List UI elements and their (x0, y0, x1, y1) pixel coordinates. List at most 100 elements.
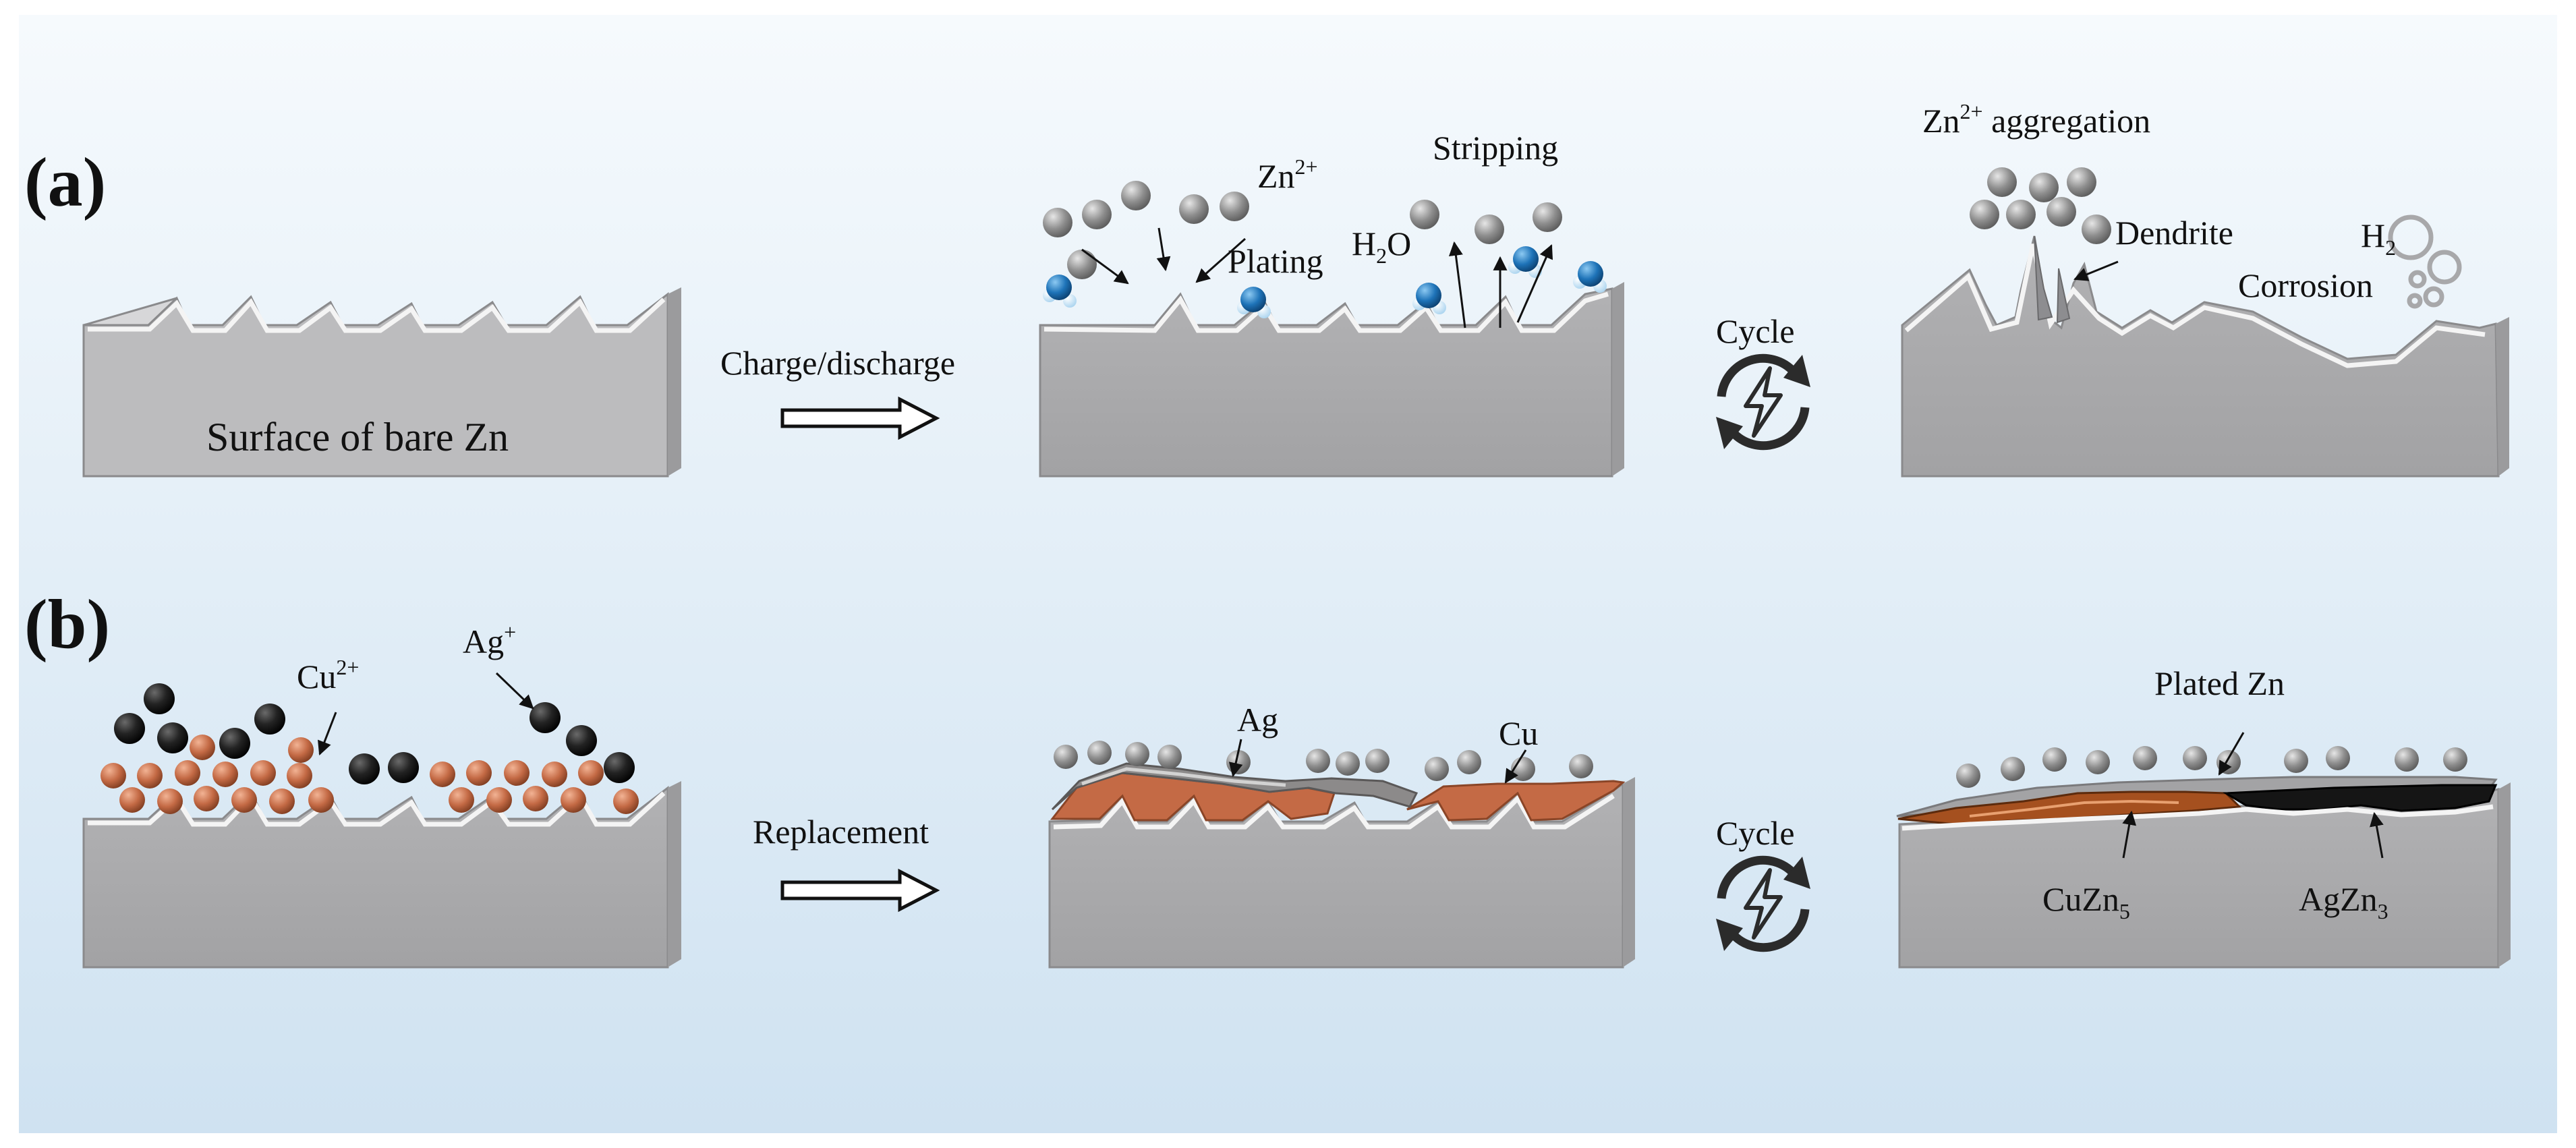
plated-zn-arrow (2218, 732, 2245, 776)
cu-ion (190, 735, 215, 760)
zn-ion (2047, 197, 2076, 227)
panel-b-label: (b) (24, 585, 110, 663)
cu-ion (231, 787, 257, 813)
zn-ion (1043, 208, 1072, 237)
cu-ion (101, 763, 126, 788)
agzn-label: AgZn3 (2299, 880, 2388, 923)
replacement-layer-block (1048, 762, 1635, 969)
panel-a-label: (a) (24, 144, 106, 221)
cu-ion (157, 788, 183, 814)
zn-ions-stage-b2 (1054, 741, 1593, 781)
agzn-layer (2222, 784, 2498, 812)
water-molecules (1043, 246, 1607, 318)
zn-ion (1410, 200, 1439, 229)
zn-ion-label: Zn2+ (1257, 154, 1318, 195)
zn-ion (2086, 750, 2110, 774)
cu-ion (212, 762, 238, 787)
charge-discharge-label: Charge/discharge (720, 344, 955, 382)
zn-ion (2183, 746, 2207, 770)
zn-ion (2029, 173, 2059, 202)
water-molecule (1573, 261, 1607, 293)
cu-ion-arrow (318, 712, 337, 755)
cu-ion (430, 762, 455, 787)
ag-ion (114, 713, 145, 744)
cu-ion-label: Cu2+ (297, 655, 359, 695)
ag-ion (604, 752, 635, 783)
plating-stripping-block (1039, 282, 1624, 478)
dendrite-spike (2034, 235, 2053, 321)
dendrite-corrosion-block (1901, 235, 2509, 478)
cu-ion (194, 786, 219, 811)
replacement-label: Replacement (753, 813, 929, 851)
bare-zn-caption: Surface of bare Zn (206, 415, 509, 459)
zn-ion (2001, 757, 2025, 781)
cu-ion (542, 762, 567, 787)
zn-ion (2042, 747, 2067, 772)
ag-layer-label: Ag (1237, 701, 1278, 739)
zn-ions-stage-a2 (1043, 181, 1562, 279)
water-label: H2O (1352, 225, 1411, 268)
dendrite-arrow (2073, 260, 2119, 281)
h2-bubble-icon (2388, 214, 2462, 309)
cu-ion (137, 763, 163, 788)
alloy-layer-block (1896, 776, 2511, 969)
water-molecule (1043, 275, 1077, 308)
plating-label: Plating (1228, 242, 1323, 280)
zn-ion (2133, 746, 2157, 770)
zn-ion (2395, 747, 2419, 772)
ag-ion-arrow (495, 672, 534, 710)
zn-ion (1220, 192, 1249, 221)
water-molecule (1412, 283, 1446, 314)
zn-ion (1457, 750, 1481, 774)
cuzn-label: CuZn5 (2042, 880, 2130, 923)
lightning-icon (1744, 366, 1783, 438)
ag-ion (254, 704, 285, 735)
zn-ion (1306, 749, 1330, 773)
zn-ion (1569, 754, 1593, 778)
cu-ion (119, 787, 145, 813)
cu-ion (523, 786, 548, 811)
ag-ion (388, 752, 419, 783)
cu-ion (308, 787, 334, 813)
bare-zn-block (82, 287, 681, 478)
zn-ion (1475, 214, 1504, 244)
cycle-icon (1716, 855, 1810, 952)
zn-ion (1336, 751, 1360, 776)
water-molecule (1237, 287, 1271, 318)
zn-ion (2443, 747, 2467, 772)
ag-layer-arrow (1228, 739, 1243, 778)
zn-ion (1121, 181, 1151, 210)
ag-ion (566, 725, 597, 756)
zn-ion (1956, 764, 1980, 788)
cu-ion (269, 788, 295, 814)
zn-ion (2216, 750, 2241, 774)
cu-ion (449, 787, 474, 813)
plating-stripping-arrows (1081, 227, 1553, 328)
zn-ion (1179, 194, 1209, 224)
stripping-label: Stripping (1433, 129, 1558, 167)
cycle-icon (1716, 353, 1810, 451)
water-molecule (1508, 246, 1542, 278)
zn-ion (1970, 200, 1999, 229)
plated-zn-label: Plated Zn (2154, 664, 2285, 702)
ag-replaced-layer (1051, 762, 1419, 811)
zn-ion (1082, 200, 1112, 229)
cu-ion (504, 760, 529, 786)
cu-ion (578, 760, 604, 786)
zn-ion-aggregate (1970, 167, 2111, 244)
dendrite-label: Dendrite (2115, 214, 2233, 252)
cu-ion (250, 760, 276, 786)
ag-ion (219, 728, 250, 759)
zn-ion (2006, 200, 2036, 229)
lightning-icon (1744, 868, 1783, 940)
zn-ion (1533, 202, 1562, 232)
zn-ion (2284, 749, 2308, 773)
cu-ion (466, 760, 492, 786)
agzn-arrow (2370, 811, 2384, 859)
cu-ion (175, 760, 200, 786)
zn-ion (2067, 167, 2096, 197)
cu-ion (486, 787, 512, 813)
zn-ions-stage-b3 (1956, 746, 2467, 788)
zn-ion (1157, 745, 1182, 769)
ag-ion (529, 702, 561, 733)
